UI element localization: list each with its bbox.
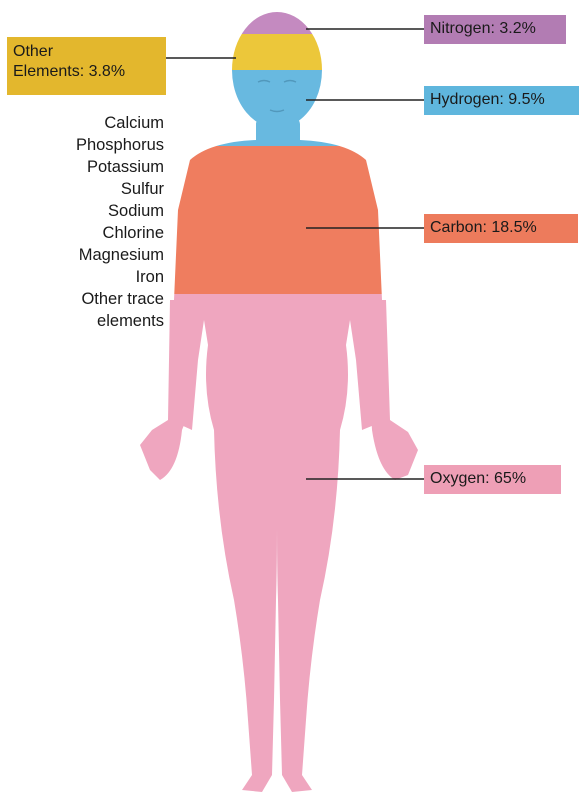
- trace-element: Sodium: [30, 200, 164, 222]
- oxygen-label: Oxygen: 65%: [424, 465, 561, 494]
- trace-elements-list: Calcium Phosphorus Potassium Sulfur Sodi…: [30, 112, 164, 332]
- trace-element: Calcium: [30, 112, 164, 134]
- trace-element: Chlorine: [30, 222, 164, 244]
- trace-element: Sulfur: [30, 178, 164, 200]
- other-elements-label: Other Elements: 3.8%: [7, 37, 166, 95]
- carbon-label: Carbon: 18.5%: [424, 214, 578, 243]
- other-elements-label-line1: Other: [13, 42, 160, 62]
- oxygen-label-text: Oxygen: 65%: [430, 470, 526, 487]
- trace-element: Phosphorus: [30, 134, 164, 156]
- carbon-label-text: Carbon: 18.5%: [430, 219, 537, 236]
- hydrogen-label-text: Hydrogen: 9.5%: [430, 91, 545, 108]
- trace-element: Magnesium: [30, 244, 164, 266]
- nitrogen-label-text: Nitrogen: 3.2%: [430, 20, 536, 37]
- nitrogen-label: Nitrogen: 3.2%: [424, 15, 566, 44]
- other-elements-label-line2: Elements: 3.8%: [13, 62, 160, 82]
- trace-element: Potassium: [30, 156, 164, 178]
- trace-element: elements: [30, 310, 164, 332]
- trace-element: Other trace: [30, 288, 164, 310]
- hydrogen-label: Hydrogen: 9.5%: [424, 86, 579, 115]
- oxygen-region: [0, 294, 583, 806]
- trace-element: Iron: [30, 266, 164, 288]
